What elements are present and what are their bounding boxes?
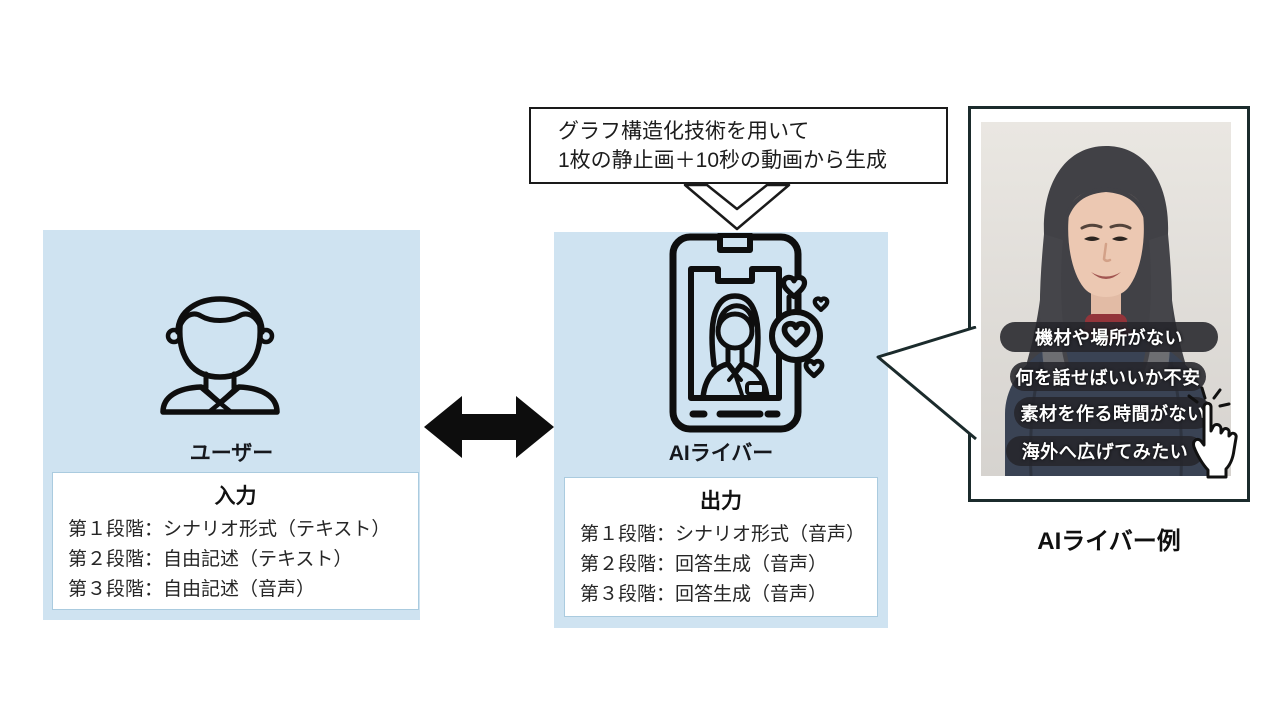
- concern-badge: 何を話せばいいか不安: [1010, 362, 1206, 391]
- ai-io-heading: 出力: [700, 490, 742, 513]
- ai-panel: AIライバー 出力 第１段階：シナリオ形式（音声） 第２段階：回答生成（音声） …: [554, 232, 888, 628]
- ai-io-box: 出力 第１段階：シナリオ形式（音声） 第２段階：回答生成（音声） 第３段階：回答…: [564, 477, 878, 617]
- user-stage-row: 第３段階：自由記述（音声）: [68, 579, 316, 600]
- concern-badge: 機材や場所がない: [1000, 322, 1218, 352]
- user-panel-title: ユーザー: [189, 442, 274, 465]
- user-panel: ユーザー 入力 第１段階：シナリオ形式（テキスト） 第２段階：自由記述（テキスト…: [43, 230, 420, 620]
- concern-badge: 海外へ広げてみたい: [1006, 436, 1204, 466]
- ai-panel-title: AIライバー: [668, 442, 774, 465]
- livestream-phone-hearts-icon: [669, 233, 830, 433]
- double-headed-arrow-icon: [424, 396, 554, 458]
- example-photo-card: 機材や場所がない 何を話せばいいか不安 素材を作る時間がない 海外へ広げてみたい: [968, 106, 1250, 502]
- hand-click-cursor-icon: [1187, 386, 1238, 479]
- chevron-down-arrow-icon: [683, 184, 791, 231]
- callout-line-1: グラフ構造化技術を用いて: [558, 120, 810, 143]
- speech-bubble-tail: [876, 326, 977, 441]
- user-io-heading: 入力: [214, 485, 257, 508]
- user-stage-row: 第１段階：シナリオ形式（テキスト）: [68, 519, 391, 540]
- ai-stage-row: 第１段階：シナリオ形式（音声）: [580, 524, 866, 545]
- user-io-box: 入力 第１段階：シナリオ形式（テキスト） 第２段階：自由記述（テキスト） 第３段…: [52, 472, 419, 610]
- ai-stage-row: 第３段階：回答生成（音声）: [580, 584, 828, 605]
- example-caption: AIライバー例: [1037, 528, 1181, 555]
- callout-line-2: 1枚の静止画＋10秒の動画から生成: [558, 149, 888, 172]
- generation-callout-box: グラフ構造化技術を用いて 1枚の静止画＋10秒の動画から生成: [529, 107, 948, 184]
- ai-stage-row: 第２段階：回答生成（音声）: [580, 554, 828, 575]
- user-icon: [160, 296, 280, 415]
- concern-badge: 素材を作る時間がない: [1014, 397, 1212, 429]
- user-stage-row: 第２段階：自由記述（テキスト）: [68, 549, 353, 570]
